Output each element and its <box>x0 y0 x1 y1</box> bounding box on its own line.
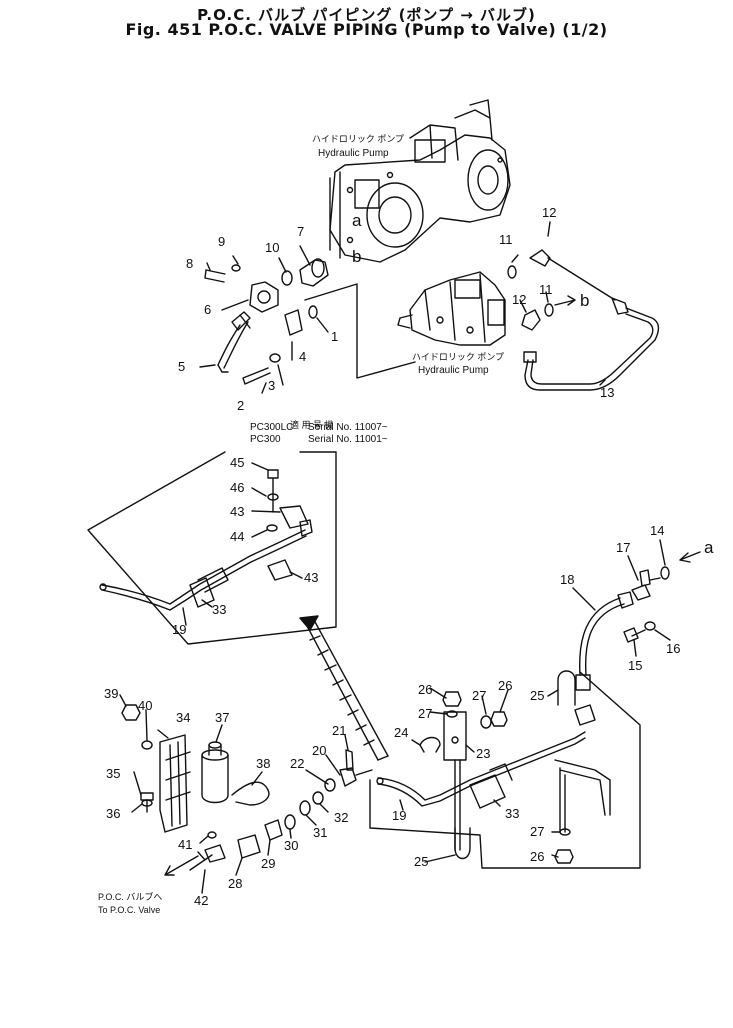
pump-lower-label-en: Hydraulic Pump <box>418 365 489 376</box>
callout-25a: 25 <box>530 688 544 703</box>
callout-21: 21 <box>332 723 346 738</box>
callout-26b: 26 <box>498 678 512 693</box>
callout-37: 37 <box>215 710 229 725</box>
elbow-20-assembly <box>305 734 373 792</box>
callout-6: 6 <box>204 302 211 317</box>
callout-36: 36 <box>106 806 120 821</box>
callout-17: 17 <box>616 540 630 555</box>
callout-14: 14 <box>650 523 664 538</box>
pipe-13-assembly <box>507 221 660 391</box>
serial-group-box <box>87 451 337 645</box>
hydraulic-pump-lower <box>397 271 506 346</box>
callout-22: 22 <box>290 756 304 771</box>
callout-12b: 12 <box>512 292 526 307</box>
callout-38: 38 <box>256 756 270 771</box>
callout-30: 30 <box>284 838 298 853</box>
callout-18: 18 <box>560 572 574 587</box>
callout-44: 44 <box>230 529 244 544</box>
poc-filter-assembly <box>119 694 329 894</box>
callout-28: 28 <box>228 876 242 891</box>
callout-35: 35 <box>106 766 120 781</box>
callout-33b: 33 <box>505 806 519 821</box>
upper-parts-group <box>199 245 329 394</box>
serial-heading: 適 用 号 機 <box>290 419 334 430</box>
callout-39: 39 <box>104 686 118 701</box>
callout-43b: 43 <box>304 570 318 585</box>
callout-5: 5 <box>178 359 185 374</box>
callout-43a: 43 <box>230 504 244 519</box>
callout-2: 2 <box>237 398 244 413</box>
callout-27b: 27 <box>472 688 486 703</box>
callout-42: 42 <box>194 893 208 908</box>
to-valve-label-jp: P.O.C. バルブへ <box>98 891 162 902</box>
callout-41: 41 <box>178 837 192 852</box>
reference-arrow-b <box>554 295 576 306</box>
callout-34: 34 <box>176 710 190 725</box>
callout-27a: 27 <box>418 706 432 721</box>
figure-title: Fig. 451 P.O.C. VALVE PIPING (Pump to Va… <box>125 20 608 39</box>
ref-a-right: a <box>704 538 714 557</box>
callout-20: 20 <box>312 743 326 758</box>
connection-arrow <box>299 615 389 761</box>
callout-26a: 26 <box>418 682 432 697</box>
callout-11b: 11 <box>539 282 553 297</box>
callout-27c: 27 <box>530 824 544 839</box>
tube-19-assembly-serial <box>99 462 313 626</box>
callout-7: 7 <box>297 224 304 239</box>
serial-model-1: PC300LC <box>250 422 293 433</box>
diagram-labels: ハイドロリック ポンプ Hydraulic Pump ハイドロリック ポンプ H… <box>98 134 714 915</box>
ref-b-right: b <box>580 291 589 310</box>
pump-upper-label-jp: ハイドロリック ポンプ <box>312 134 404 144</box>
callout-10: 10 <box>265 240 279 255</box>
lower-right-assembly <box>369 539 701 869</box>
boundary-line-upper <box>304 283 416 379</box>
callout-23: 23 <box>476 746 490 761</box>
callout-26c: 26 <box>530 849 544 864</box>
callout-3: 3 <box>268 378 275 393</box>
callout-45: 45 <box>230 455 244 470</box>
pump-upper-label-en: Hydraulic Pump <box>318 148 389 159</box>
callout-32: 32 <box>334 810 348 825</box>
serial-no-2: Serial No. 11001~ <box>308 434 388 445</box>
figure-title-japanese: P.O.C. バルブ パイピング (ポンプ → バルブ) <box>197 6 536 24</box>
to-valve-label-en: To P.O.C. Valve <box>98 905 160 915</box>
callout-8: 8 <box>186 256 193 271</box>
hydraulic-pump-upper <box>329 99 511 263</box>
callout-15: 15 <box>628 658 642 673</box>
callout-31: 31 <box>313 825 327 840</box>
callout-24: 24 <box>394 725 408 740</box>
pump-lower-label-jp: ハイドロリック ポンプ <box>412 352 504 362</box>
ref-b-upper: b <box>352 247 361 266</box>
callout-4: 4 <box>299 349 306 364</box>
ref-a-upper: a <box>352 211 362 230</box>
callout-29: 29 <box>261 856 275 871</box>
callout-13: 13 <box>600 385 614 400</box>
callout-19b: 19 <box>392 808 406 823</box>
callout-12a: 12 <box>542 205 556 220</box>
callout-40: 40 <box>138 698 152 713</box>
callout-19a: 19 <box>172 622 186 637</box>
callout-25b: 25 <box>414 854 428 869</box>
callout-11a: 11 <box>499 232 513 247</box>
callout-33a: 33 <box>212 602 226 617</box>
callout-1: 1 <box>331 329 338 344</box>
serial-no-1: Serial No. 11007~ <box>308 422 388 433</box>
callout-16: 16 <box>666 641 680 656</box>
callout-9: 9 <box>218 234 225 249</box>
callout-46: 46 <box>230 480 244 495</box>
serial-model-2: PC300 <box>250 434 281 445</box>
